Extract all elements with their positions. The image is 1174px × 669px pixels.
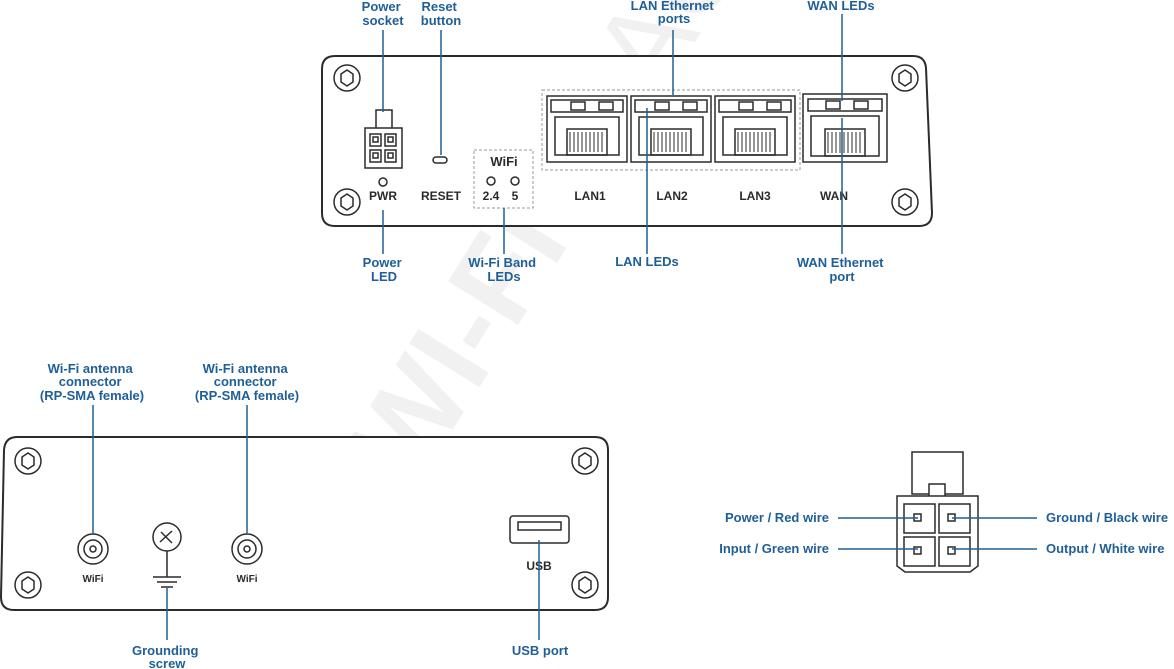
- wifi-led-box: WiFi 2.4 5: [473, 149, 534, 209]
- lan3-port[interactable]: [714, 95, 796, 163]
- screw-icon: [333, 188, 361, 216]
- lan-leds-callout: LAN LEDs: [615, 254, 679, 269]
- wifi-5-label: 5: [512, 189, 519, 203]
- lan1-label: LAN1: [574, 189, 606, 203]
- wifi-band-leds-callout: Wi-Fi Band LEDs: [468, 255, 539, 284]
- usb-port-callout: USB port: [512, 643, 569, 658]
- wifi-24-label: 2.4: [483, 189, 500, 203]
- antenna-right-callout: Wi-Fi antenna connector (RP-SMA female): [195, 361, 299, 403]
- screw-icon: [14, 447, 42, 475]
- lan1-port[interactable]: [546, 95, 628, 163]
- lan2-label: LAN2: [656, 189, 688, 203]
- wifi-5-led: [510, 176, 520, 186]
- screw-icon: [891, 64, 919, 92]
- wifi-right-label: WiFi: [236, 574, 257, 585]
- front-panel: PWR RESET WiFi 2.4 5: [321, 0, 934, 284]
- grounding-screw-callout: Grounding screw: [132, 643, 202, 669]
- wan-ethernet-port-callout: WAN Ethernet port: [797, 255, 887, 284]
- wifi-left-label: WiFi: [82, 574, 103, 585]
- screw-icon: [14, 571, 42, 599]
- antenna-left-callout: Wi-Fi antenna connector (RP-SMA female): [40, 361, 144, 403]
- wifi-24-led: [486, 176, 496, 186]
- power-led-callout: Power LED: [363, 255, 406, 284]
- wan-label: WAN: [820, 189, 848, 203]
- ground-black-wire-label: Ground / Black wire: [1046, 510, 1168, 525]
- lan-ports: [546, 95, 796, 163]
- ground-symbol-icon: [153, 551, 181, 588]
- pwr-label: PWR: [369, 189, 397, 203]
- input-green-wire-label: Input / Green wire: [719, 541, 829, 556]
- screw-icon: [333, 64, 361, 92]
- wan-port[interactable]: [802, 93, 888, 163]
- screw-icon: [891, 188, 919, 216]
- reset-button[interactable]: [432, 156, 448, 164]
- lan3-label: LAN3: [739, 189, 771, 203]
- lan2-port[interactable]: [630, 95, 712, 163]
- power-socket[interactable]: [364, 109, 403, 169]
- lan-ethernet-ports-callout: LAN Ethernet ports: [631, 0, 718, 26]
- power-socket-callout: Power socket: [362, 0, 405, 28]
- screw-icon: [571, 447, 599, 475]
- output-white-wire-label: Output / White wire: [1046, 541, 1164, 556]
- wan-leds-callout: WAN LEDs: [807, 0, 874, 13]
- screw-icon: [571, 571, 599, 599]
- reset-button-callout: Reset button: [421, 0, 461, 28]
- power-red-wire-label: Power / Red wire: [725, 510, 829, 525]
- power-connector-pinout: Power / Red wire Input / Green wire Grou…: [719, 451, 1168, 573]
- reset-label: RESET: [421, 189, 462, 203]
- back-panel: WiFi WiFi USB Wi-Fi: [0, 361, 609, 669]
- wifi-box-title: WiFi: [490, 154, 517, 169]
